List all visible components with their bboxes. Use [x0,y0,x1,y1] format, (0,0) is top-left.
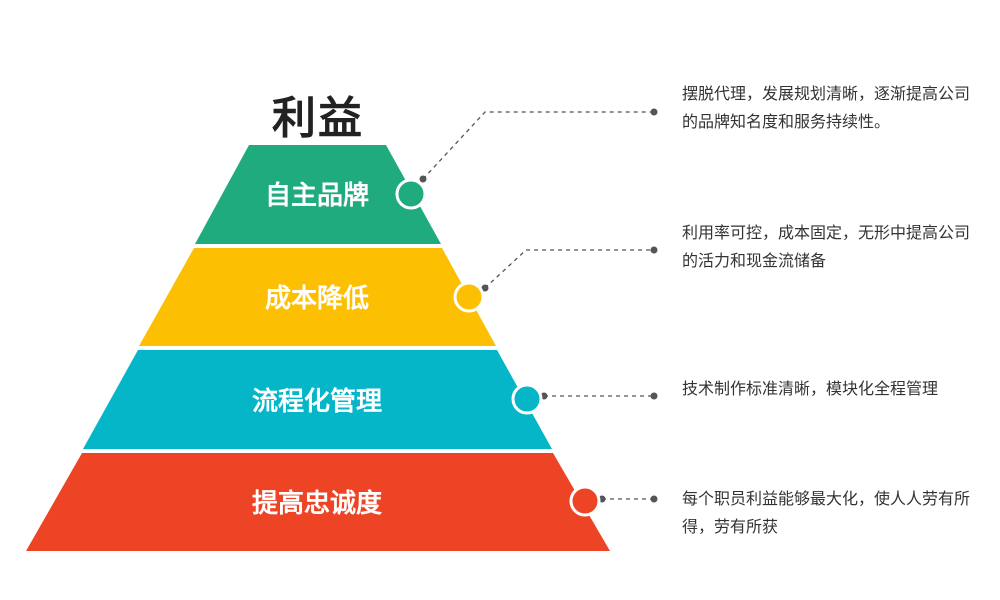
connector-dot-1-end [650,108,658,116]
tier-2-marker [453,281,485,313]
tier-3-label: 流程化管理 [252,387,382,417]
tier-4-description: 每个职员利益能够最大化，使人人劳有所得，劳有所获 [682,489,971,536]
connector-dot-1-start [419,175,427,183]
tier-3-description: 技术制作标准清晰，模块化全程管理 [682,379,939,398]
diagram-title: 利益 [272,93,364,144]
tier-3-shape [83,350,552,449]
connector-dot-4-end [650,495,658,503]
connector-line-1 [422,111,654,180]
tier-4-marker [569,485,601,517]
tier-1-marker [395,178,427,210]
tier-1-description: 摆脱代理，发展规划清晰，逐渐提高公司的品牌知名度和服务持续性。 [682,84,971,131]
connector-dot-3-end [650,392,658,400]
tier-2-label: 成本降低 [265,284,369,314]
tier-2-description: 利用率可控，成本固定，无形中提高公司的活力和现金流储备 [682,223,971,270]
tier-3-marker [511,383,543,415]
tier-4-label: 提高忠诚度 [252,488,382,519]
connector-dot-2-start [481,284,489,292]
tier-4-shape [26,453,610,551]
tier-1-label: 自主品牌 [265,180,369,211]
connector-dot-2-end [650,246,658,254]
tier-2-shape [139,248,496,346]
tier-1-shape [195,145,441,244]
connector-line-2 [484,249,654,289]
